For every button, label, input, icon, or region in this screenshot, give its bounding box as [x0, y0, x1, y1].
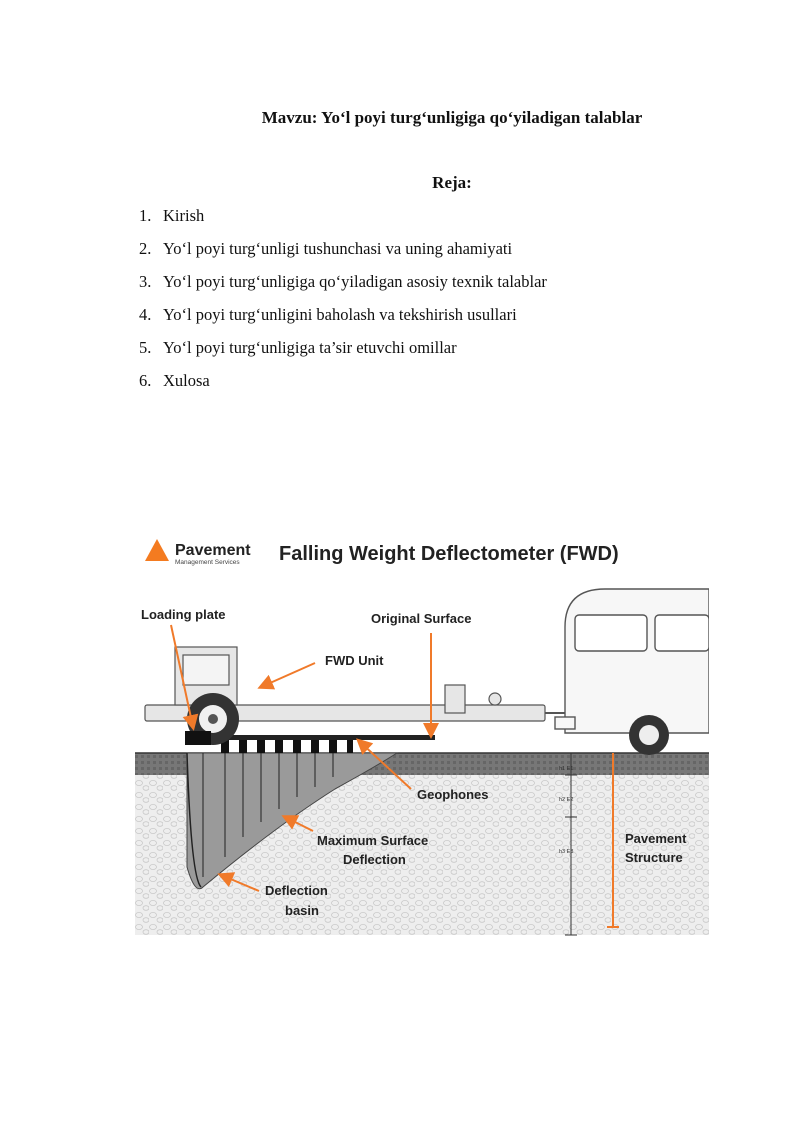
geophone-bar [195, 735, 435, 740]
list-item-number: 2. [139, 239, 152, 258]
label-geophones: Geophones [417, 787, 489, 802]
list-item-number: 1. [139, 206, 152, 225]
deflection-basin-arrow [217, 872, 260, 892]
list-item: 2. Yo‘l poyi turg‘unligi tushunchasi va u… [139, 236, 547, 269]
list-item: 1. Kirish [139, 203, 547, 236]
list-item-number: 3. [139, 272, 152, 291]
label-max-deflection-line1: Maximum Surface [317, 833, 428, 848]
fwd-unit-arrow [257, 662, 316, 690]
list-item: 6. Xulosa [139, 368, 547, 401]
max-deflection-arrow [281, 815, 314, 832]
basin-edge [186, 752, 202, 888]
list-item-text: Yo‘l poyi turg‘unligiga ta’sir etuvchi o… [163, 338, 457, 357]
label-fwd-unit: FWD Unit [325, 653, 384, 668]
plan-heading: Reja: [432, 173, 472, 192]
list-item-text: Yo‘l poyi turg‘unligiga qo‘yiladigan aso… [163, 272, 547, 291]
logo-name: Pavement [175, 542, 251, 559]
list-item-text: Yo‘l poyi turg‘unligi tushunchasi va uni… [163, 239, 513, 258]
label-deflection-basin-line2: basin [285, 903, 319, 918]
list-item: 4. Yo‘l poyi turg‘unligini baholash va te… [139, 302, 547, 335]
label-max-deflection-line2: Deflection [343, 852, 406, 867]
label-deflection-basin-line1: Deflection [265, 883, 328, 898]
page-title: Mavzu: Yo‘l poyi turg‘unligiga qo‘yiladi… [261, 108, 643, 127]
fwd-diagram: Pavement Management Services Falling Wei… [135, 527, 709, 939]
plan-list: 1. Kirish 2. Yo‘l poyi turg‘unligi tushunc… [139, 203, 547, 401]
van-wheel [629, 715, 669, 755]
list-item-number: 6. [139, 371, 152, 390]
list-item: 3. Yo‘l poyi turg‘unligiga qo‘yiladigan a… [139, 269, 547, 302]
label-pavement-structure-line1: Pavement [625, 831, 687, 846]
logo-icon [145, 539, 169, 561]
label-original-surface: Original Surface [371, 611, 471, 626]
figure-title: Falling Weight Deflectometer (FWD) [279, 543, 619, 565]
list-item-text: Kirish [163, 206, 205, 225]
deflection-basin-shape [186, 752, 399, 890]
geophone-sensors [221, 737, 353, 753]
geophones-arrow [356, 738, 412, 790]
basin-deflection-lines [202, 753, 334, 877]
label-pavement-structure-line2: Structure [625, 850, 683, 865]
list-item: 5. Yo‘l poyi turg‘unligiga ta’sir etuvchi… [139, 335, 547, 368]
layer-dimension-lines [565, 752, 577, 936]
list-item-number: 4. [139, 305, 152, 324]
fwd-diagram-svg: Pavement Management Services Falling Wei… [135, 539, 709, 936]
logo-subtitle: Management Services [175, 559, 240, 566]
list-item-text: Xulosa [163, 371, 210, 390]
loading-plate-arrow [170, 624, 199, 731]
loading-plate [185, 731, 211, 745]
list-item-text: Yo‘l poyi turg‘unligini baholash va teks… [163, 305, 517, 324]
list-item-number: 5. [139, 338, 152, 357]
label-layer-1: h1 E1 [559, 766, 573, 772]
tow-van [554, 588, 709, 734]
label-layer-3: h3 E3 [559, 849, 573, 855]
label-layer-2: h2 E2 [559, 797, 573, 803]
label-loading-plate: Loading plate [141, 607, 226, 622]
